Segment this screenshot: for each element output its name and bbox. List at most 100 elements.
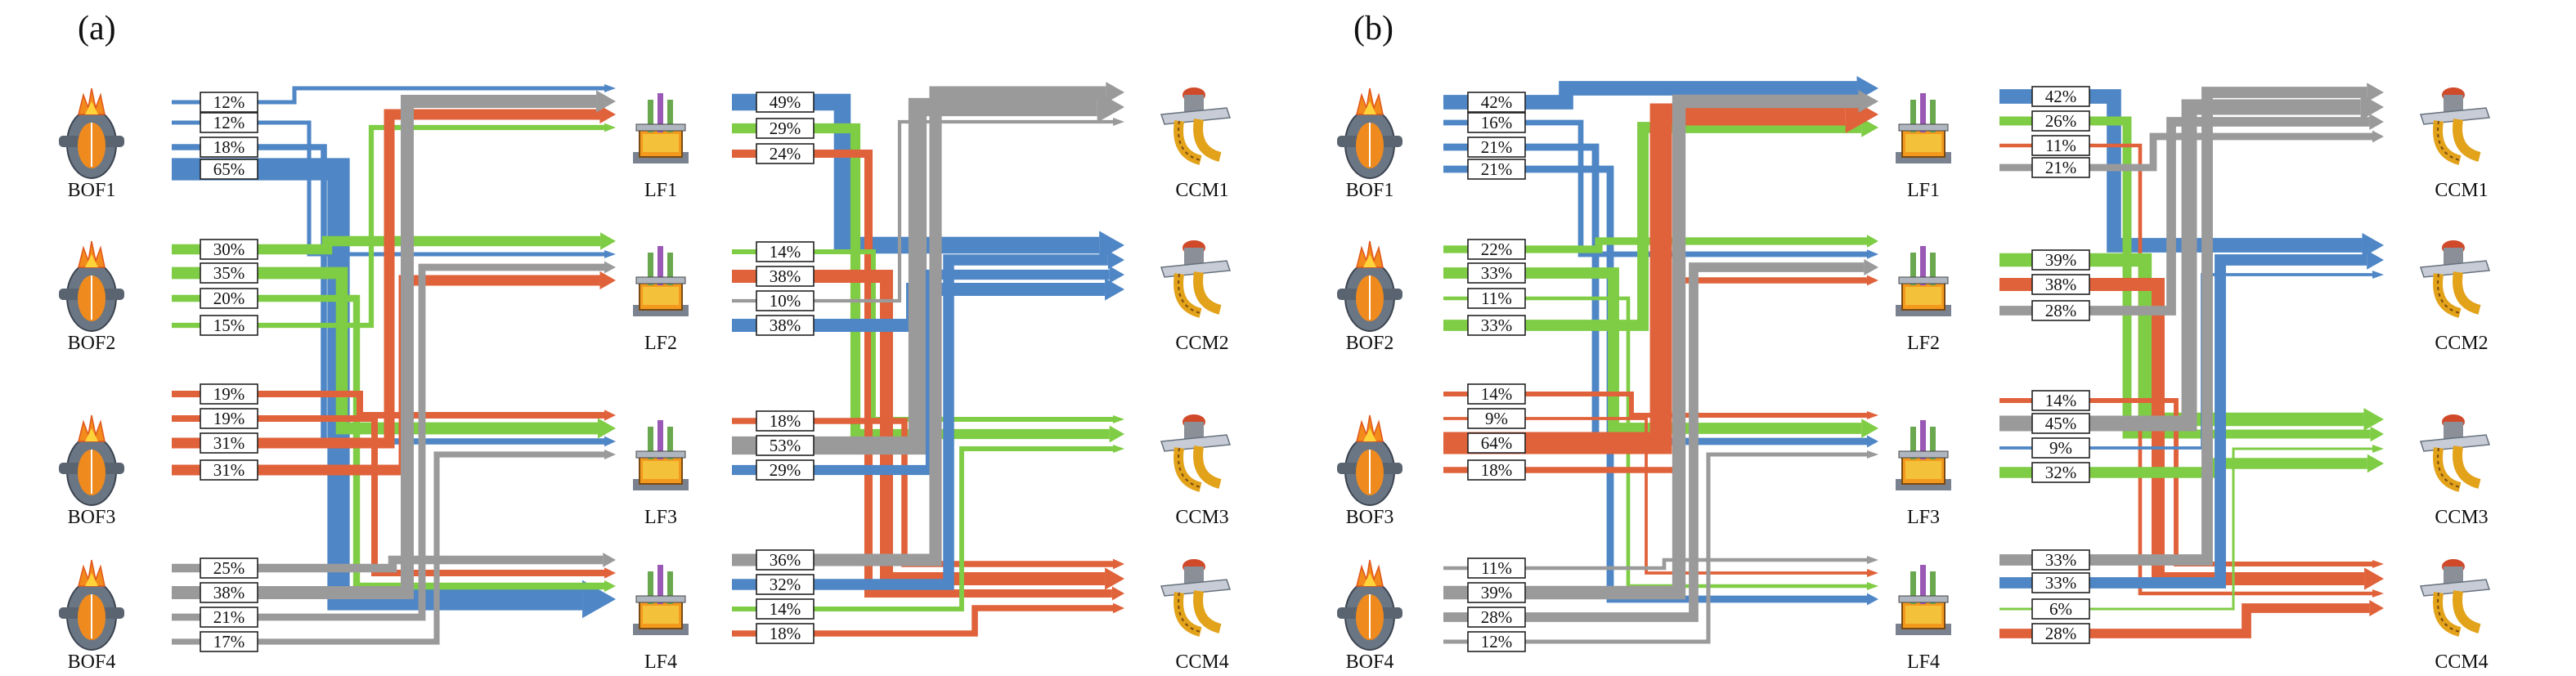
node-name: CCM2 xyxy=(2435,333,2488,354)
percent-label-text: 25% xyxy=(213,558,245,578)
percent-label: 21% xyxy=(1467,137,1526,158)
node-name: LF3 xyxy=(644,507,677,528)
flow-arrow xyxy=(732,119,1113,303)
percent-label: 38% xyxy=(756,266,815,287)
percent-label: 21% xyxy=(2031,157,2090,178)
percent-label-text: 11% xyxy=(1481,289,1512,308)
percent-label-text: 33% xyxy=(1481,316,1513,335)
flow-arrow-head xyxy=(582,580,616,619)
ccm-icon xyxy=(1160,414,1232,492)
percent-label-text: 30% xyxy=(213,240,245,259)
flow-arrows xyxy=(172,82,1124,645)
percent-label: 64% xyxy=(1467,432,1526,454)
percent-label-box xyxy=(200,159,258,180)
percent-label: 14% xyxy=(1467,383,1526,405)
flow-arrow-head xyxy=(1861,118,1878,137)
percent-label-box xyxy=(2031,572,2090,593)
percent-label: 6% xyxy=(2031,598,2090,620)
percent-label: 14% xyxy=(756,598,815,620)
percent-label: 33% xyxy=(2031,549,2090,571)
percent-label-text: 21% xyxy=(1481,137,1513,157)
percent-label: 33% xyxy=(2031,572,2090,593)
percent-label-text: 16% xyxy=(1481,113,1513,132)
percent-label: 12% xyxy=(1467,631,1526,652)
percent-label-text: 14% xyxy=(1481,384,1513,404)
percent-label-box xyxy=(2031,623,2090,644)
node-name: CCM4 xyxy=(2435,651,2488,673)
flow-arrow-head xyxy=(2372,271,2384,279)
node-name: BOF2 xyxy=(68,333,116,354)
bof-icon xyxy=(1337,240,1402,332)
percent-label: 45% xyxy=(2031,413,2090,434)
percent-label-box xyxy=(200,557,258,579)
flow-arrow xyxy=(172,555,604,573)
flow-arrow-head xyxy=(1106,82,1124,103)
percent-label-text: 18% xyxy=(770,411,801,431)
percent-label-box xyxy=(2031,390,2090,411)
percent-label-box xyxy=(1467,607,1526,628)
percent-label-box xyxy=(2031,110,2090,132)
flow-arrow xyxy=(732,86,1106,566)
node-name: BOF1 xyxy=(1346,180,1394,201)
percent-label-text: 65% xyxy=(213,159,245,179)
flow-arrow-head xyxy=(2363,408,2384,431)
percent-label-box xyxy=(756,315,815,336)
flow-arrow-head xyxy=(2362,233,2384,257)
percent-label-box xyxy=(200,607,258,628)
percent-label-text: 12% xyxy=(1481,632,1513,651)
percent-label: 31% xyxy=(200,459,258,481)
percent-label: 32% xyxy=(2031,462,2090,483)
panel-label: (a) xyxy=(78,10,116,47)
percent-label-box xyxy=(1467,408,1526,429)
percent-label-text: 17% xyxy=(213,632,245,651)
node-name: LF4 xyxy=(644,651,677,673)
percent-label: 19% xyxy=(200,383,258,405)
percent-label-box xyxy=(1467,239,1526,260)
percent-label-text: 21% xyxy=(1481,159,1513,179)
percent-label-text: 39% xyxy=(2045,250,2077,270)
flow-arrow-head xyxy=(2367,454,2384,473)
node-name: LF4 xyxy=(1907,651,1940,673)
percent-label-text: 22% xyxy=(1481,240,1513,259)
percent-label-box xyxy=(200,459,258,481)
percent-label-text: 21% xyxy=(2045,158,2077,177)
percent-label: 19% xyxy=(200,408,258,429)
percent-label-text: 14% xyxy=(770,599,801,619)
percent-label-box xyxy=(2031,462,2090,483)
percent-label-text: 33% xyxy=(2045,573,2077,593)
percent-label-box xyxy=(756,118,815,139)
flow-arrow-head xyxy=(604,436,616,447)
flow-arrow-head xyxy=(1861,419,1878,438)
percent-label-text: 42% xyxy=(1481,92,1513,112)
percent-label: 39% xyxy=(2031,249,2090,271)
bof-icon xyxy=(59,87,124,179)
flow-arrow-head xyxy=(1867,235,1878,248)
bof-icon xyxy=(1337,559,1402,651)
percent-label-text: 28% xyxy=(2045,624,2077,643)
node-name: BOF4 xyxy=(1346,651,1394,673)
nodes: BOF1BOF2BOF3BOF4LF1LF2LF3LF4CCM1CCM2CCM3… xyxy=(59,87,1232,673)
percent-label-box xyxy=(756,459,815,481)
flow-arrow-head xyxy=(1099,231,1124,260)
percent-label-text: 28% xyxy=(1481,607,1513,627)
flow-arrow-head xyxy=(604,261,616,274)
percent-label: 39% xyxy=(1467,582,1526,603)
lf-icon xyxy=(1896,565,1951,635)
percent-label: 28% xyxy=(1467,607,1526,628)
percent-label: 24% xyxy=(756,143,815,164)
percent-label: 33% xyxy=(1467,262,1526,284)
flow-arrow xyxy=(732,605,1113,637)
percent-label-text: 49% xyxy=(770,92,801,112)
percent-label: 15% xyxy=(200,315,258,336)
percent-label-box xyxy=(1467,288,1526,309)
percent-label-box xyxy=(200,582,258,603)
percent-label-text: 32% xyxy=(2045,463,2077,482)
percent-label: 42% xyxy=(2031,86,2090,107)
percent-label-text: 9% xyxy=(1485,409,1508,428)
percent-label-text: 64% xyxy=(1481,433,1513,453)
percent-label-box xyxy=(200,288,258,309)
percent-label-box xyxy=(200,92,258,113)
percent-label-box xyxy=(1467,631,1526,652)
flow-arrow-head xyxy=(604,580,616,593)
node-name: BOF4 xyxy=(68,651,116,673)
